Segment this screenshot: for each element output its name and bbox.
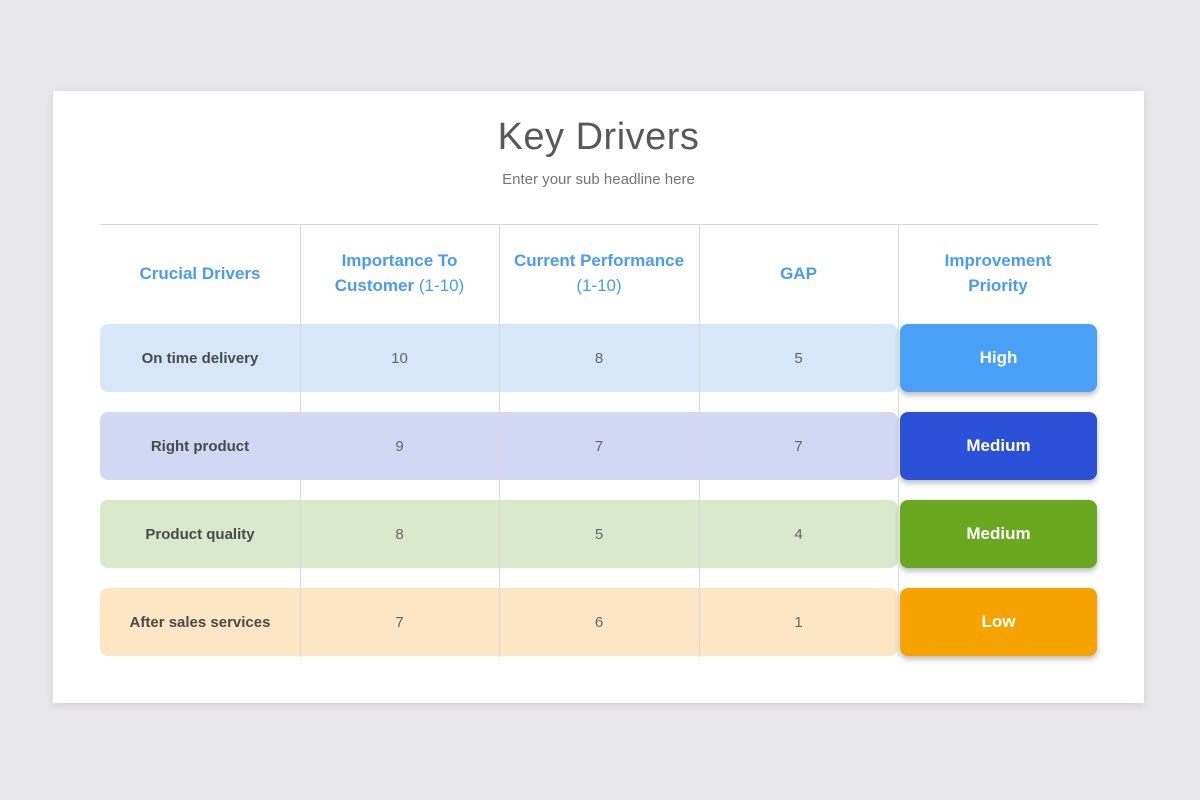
driver-name-cell: Right product — [150, 437, 250, 455]
key-drivers-table: Crucial Drivers Importance To Customer (… — [100, 224, 1098, 657]
column-divider — [300, 224, 301, 657]
gap-cell: 4 — [794, 525, 803, 543]
performance-cell: 5 — [594, 525, 604, 543]
performance-cell: 8 — [594, 349, 604, 367]
table-row: After sales services 7 6 1 Low — [100, 588, 1098, 656]
column-divider — [499, 224, 500, 657]
table-header-row: Crucial Drivers Importance To Customer (… — [100, 225, 1098, 323]
importance-cell: 10 — [391, 349, 408, 367]
priority-badge: Low — [900, 588, 1097, 656]
column-header-crucial-drivers: Crucial Drivers — [139, 263, 261, 283]
column-divider — [898, 224, 899, 657]
performance-cell: 6 — [594, 613, 604, 631]
table-row: Right product 9 7 7 Medium — [100, 412, 1098, 480]
column-header-importance: Importance To Customer (1-10) — [334, 251, 465, 295]
table-body: On time delivery 10 8 5 High Right produ… — [100, 324, 1098, 676]
gap-cell: 5 — [794, 349, 803, 367]
importance-cell: 7 — [395, 613, 404, 631]
driver-name-cell: On time delivery — [141, 349, 259, 367]
slide-canvas: Key Drivers Enter your sub headline here… — [53, 91, 1144, 703]
priority-badge: Medium — [900, 412, 1097, 480]
priority-badge: High — [900, 324, 1097, 392]
column-header-gap: GAP — [780, 263, 817, 283]
driver-name-cell: Product quality — [145, 525, 255, 543]
page-title: Key Drivers — [497, 116, 700, 158]
performance-cell: 7 — [594, 437, 604, 455]
gap-cell: 1 — [794, 613, 803, 631]
priority-badge: Medium — [900, 500, 1097, 568]
gap-cell: 7 — [794, 437, 803, 455]
table-top-divider — [100, 224, 1098, 225]
driver-name-cell: After sales services — [129, 613, 271, 631]
table-row: Product quality 8 5 4 Medium — [100, 500, 1098, 568]
column-divider — [699, 224, 700, 657]
column-header-performance: Current Performance (1-10) — [513, 251, 685, 295]
table-row: On time delivery 10 8 5 High — [100, 324, 1098, 392]
importance-cell: 8 — [395, 525, 404, 543]
column-header-improvement-priority: Improvement Priority — [944, 251, 1052, 295]
importance-cell: 9 — [395, 437, 404, 455]
page-subtitle: Enter your sub headline here — [502, 171, 695, 188]
